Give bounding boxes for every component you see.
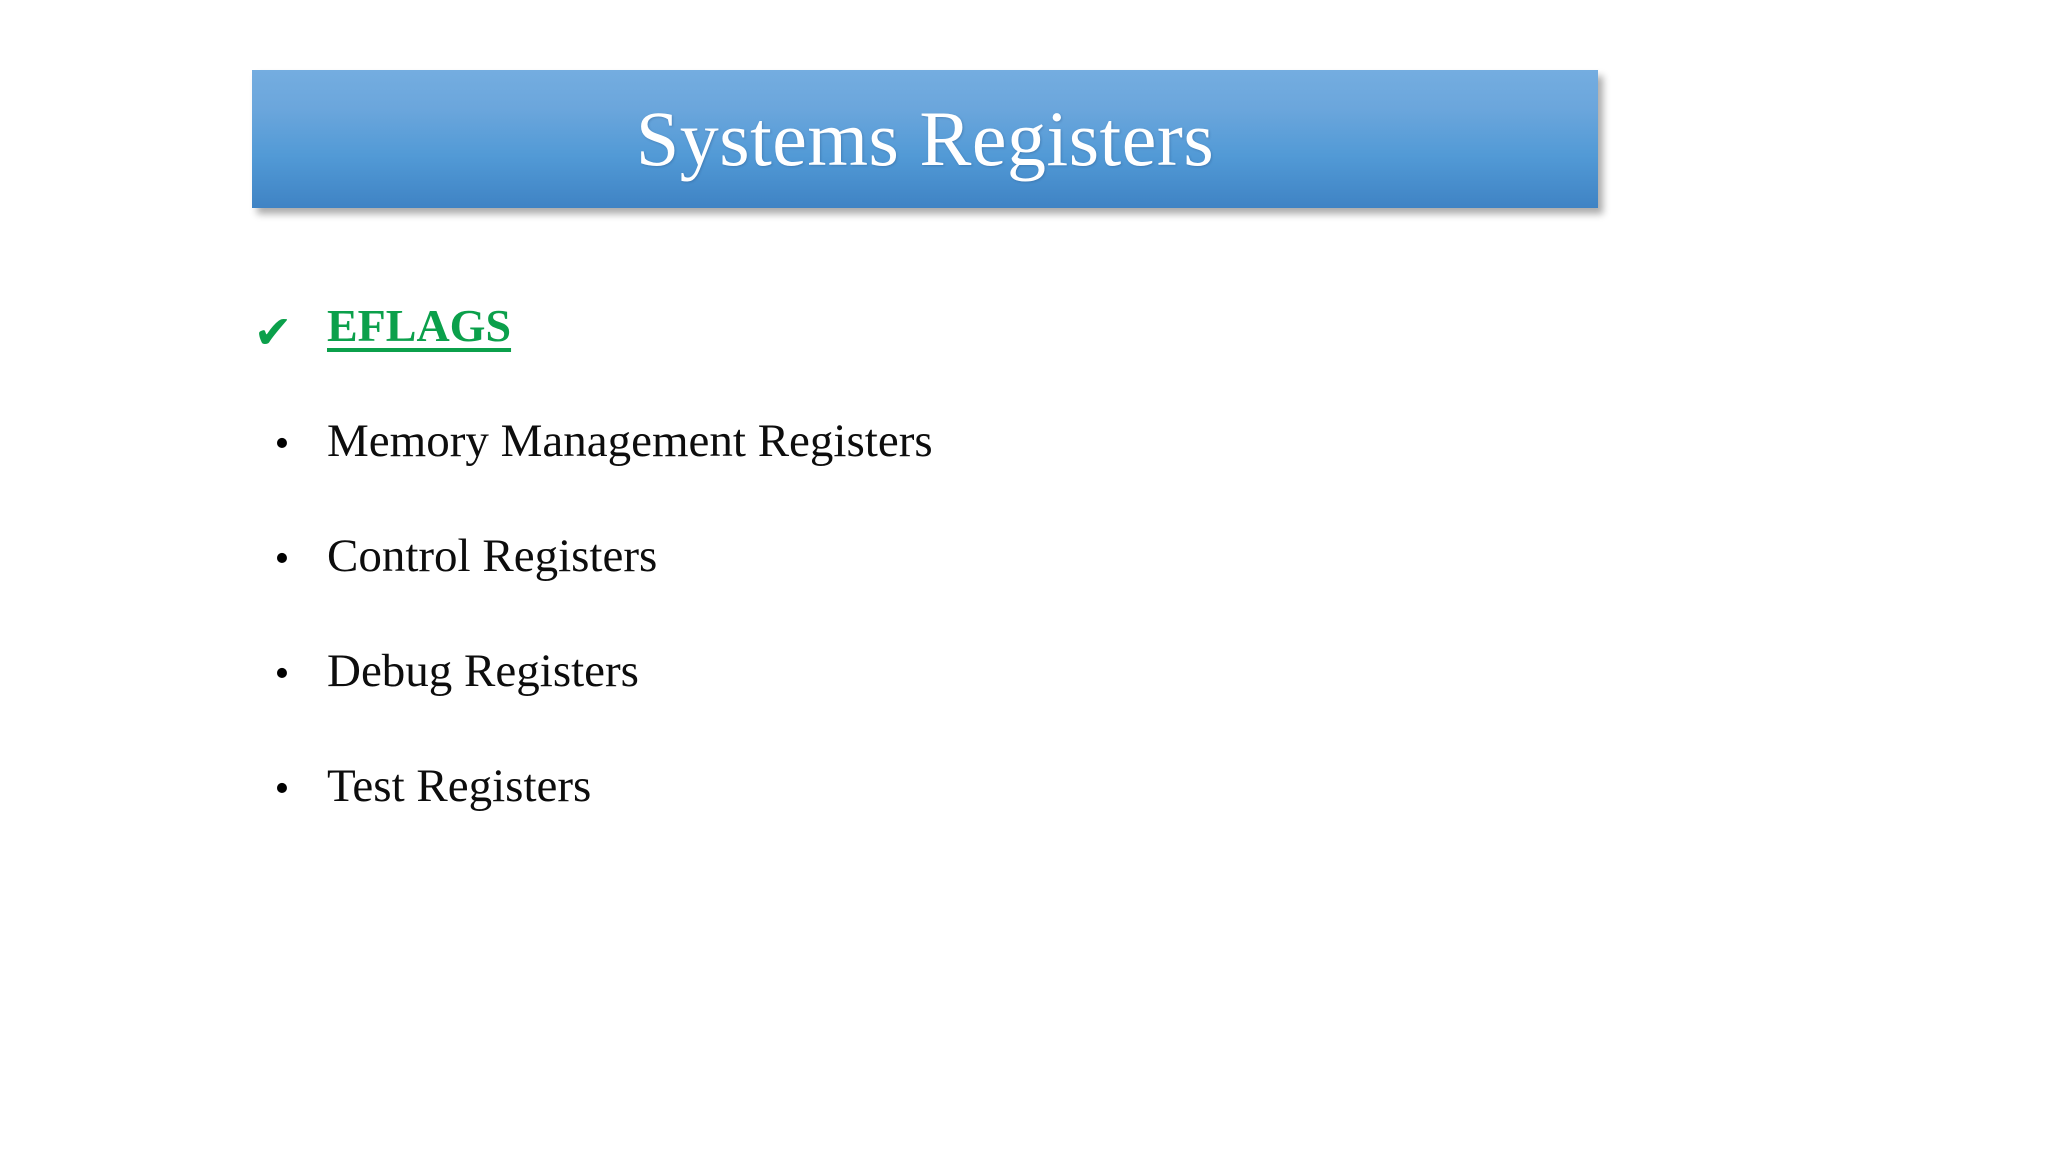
list-item-label: EFLAGS	[327, 300, 512, 351]
bullet-icon: •	[274, 536, 290, 582]
check-icon: ✔	[253, 305, 293, 359]
list-item-test-registers[interactable]: • Test Registers	[0, 760, 2048, 875]
list-item-label: Control Registers	[327, 530, 658, 582]
list-item-control-registers[interactable]: • Control Registers	[0, 530, 2048, 645]
list-item-label: Memory Management Registers	[327, 415, 933, 467]
list-item-label: Debug Registers	[327, 645, 639, 697]
list-item-eflags[interactable]: ✔ EFLAGS	[0, 300, 2048, 415]
page-title: Systems Registers	[635, 95, 1215, 182]
bullet-icon: •	[274, 421, 290, 467]
list-item-label: Test Registers	[327, 760, 592, 812]
list-item-memory-management-registers[interactable]: • Memory Management Registers	[0, 415, 2048, 530]
slide-title-banner: Systems Registers	[252, 70, 1598, 208]
bullet-icon: •	[274, 766, 290, 812]
slide-content-list: ✔ EFLAGS • Memory Management Registers •…	[0, 300, 2048, 875]
list-item-debug-registers[interactable]: • Debug Registers	[0, 645, 2048, 760]
bullet-icon: •	[274, 651, 290, 697]
